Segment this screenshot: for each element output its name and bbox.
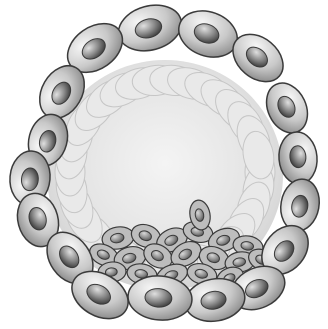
trophoblast-cell (113, 0, 186, 58)
trophoblast-cell (277, 176, 323, 234)
trophoblast-cell (277, 130, 319, 185)
